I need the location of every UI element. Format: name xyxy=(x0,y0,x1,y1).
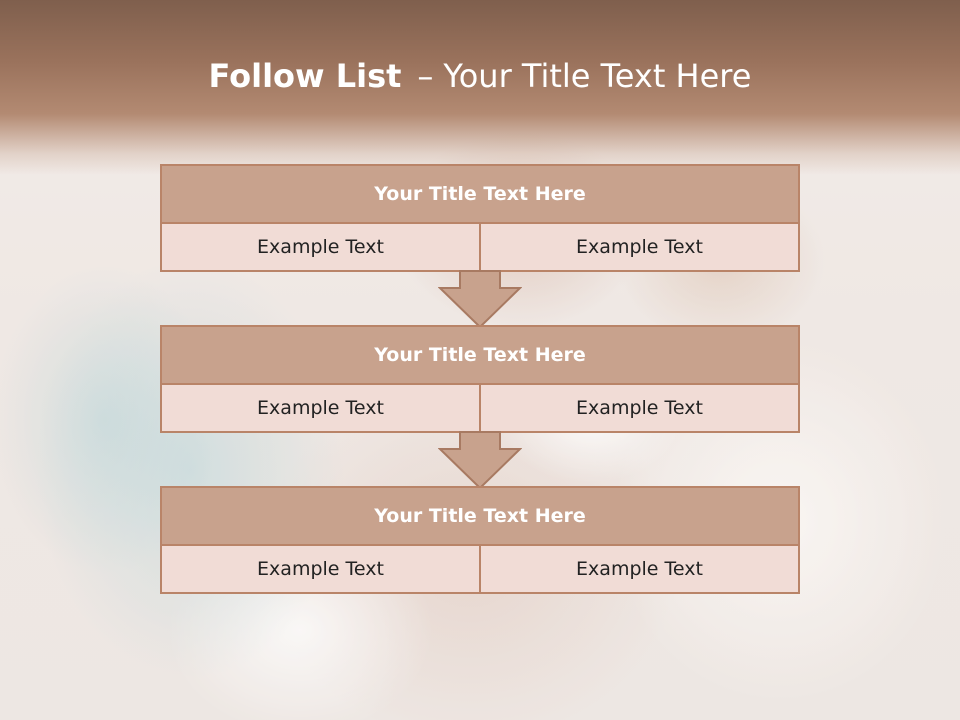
list-block-2: Your Title Text Here Example Text Exampl… xyxy=(160,325,800,433)
list-block-cell-left: Example Text xyxy=(257,397,384,419)
arrow-down-icon xyxy=(438,431,522,489)
list-block-title: Your Title Text Here xyxy=(162,327,798,385)
list-block-row: Example Text Example Text xyxy=(162,546,798,592)
list-block-cell-right: Example Text xyxy=(479,224,798,270)
list-block-cell-right: Example Text xyxy=(479,546,798,592)
list-block-title: Your Title Text Here xyxy=(162,166,798,224)
slide-title-bold: Follow List xyxy=(208,57,402,95)
list-block-3: Your Title Text Here Example Text Exampl… xyxy=(160,486,800,594)
arrow-down-icon xyxy=(438,270,522,328)
list-block-row: Example Text Example Text xyxy=(162,224,798,270)
slide-title-text: Your Title Text Here xyxy=(443,57,752,95)
list-block-1: Your Title Text Here Example Text Exampl… xyxy=(160,164,800,272)
list-block-cell-left: Example Text xyxy=(257,236,384,258)
list-block-cell-left: Example Text xyxy=(257,558,384,580)
slide-title-dash: – xyxy=(417,57,434,95)
list-block-row: Example Text Example Text xyxy=(162,385,798,431)
list-block-title: Your Title Text Here xyxy=(162,488,798,546)
slide-title: Follow List–Your Title Text Here xyxy=(0,54,960,98)
title-banner xyxy=(0,0,960,175)
list-block-cell-right: Example Text xyxy=(479,385,798,431)
